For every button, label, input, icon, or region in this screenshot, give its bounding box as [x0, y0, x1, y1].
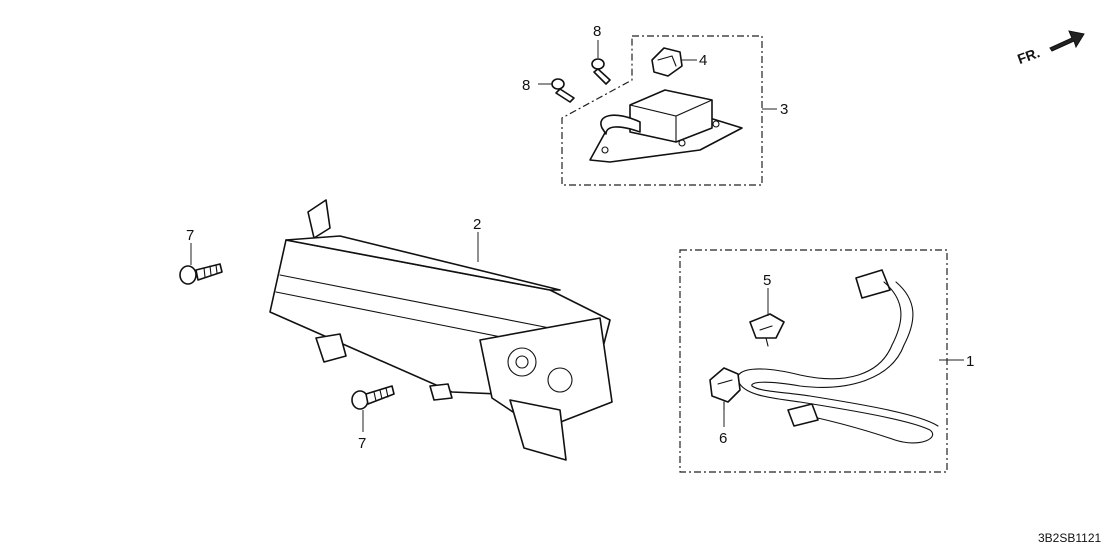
- part-6-clip: [709, 367, 741, 411]
- callout-5: 5: [763, 272, 771, 289]
- callout-8-upper: 8: [593, 23, 601, 40]
- callout-6: 6: [719, 430, 727, 447]
- part-3-sensor: [589, 89, 743, 163]
- front-direction-label: FR.: [1015, 44, 1042, 67]
- callout-3: 3: [780, 101, 788, 118]
- part-1-wire-harness: [737, 269, 939, 444]
- part-8-screw-lower: [551, 78, 575, 103]
- callout-7-upper: 7: [186, 227, 194, 244]
- callout-4: 4: [699, 52, 707, 69]
- leader-lines: [190, 40, 964, 432]
- callout-2: 2: [473, 216, 481, 233]
- group-1-boundary: [679, 249, 948, 473]
- part-4-clip: [651, 47, 683, 77]
- callout-1: 1: [966, 353, 974, 370]
- callout-7-lower: 7: [358, 435, 366, 452]
- part-8-screw-upper: [591, 58, 611, 85]
- group-3-boundary: [561, 35, 763, 186]
- part-5-clip: [749, 313, 785, 347]
- front-arrow-icon: [1049, 30, 1085, 52]
- front-direction-indicator: FR.: [1015, 30, 1085, 67]
- part-7-bolt-lower: [351, 385, 395, 410]
- callout-8-lower: 8: [522, 77, 530, 94]
- part-7-bolt-upper: [179, 263, 223, 285]
- part-2-control-unit: [269, 199, 613, 461]
- diagram-code: 3B2SB1121: [1038, 531, 1101, 545]
